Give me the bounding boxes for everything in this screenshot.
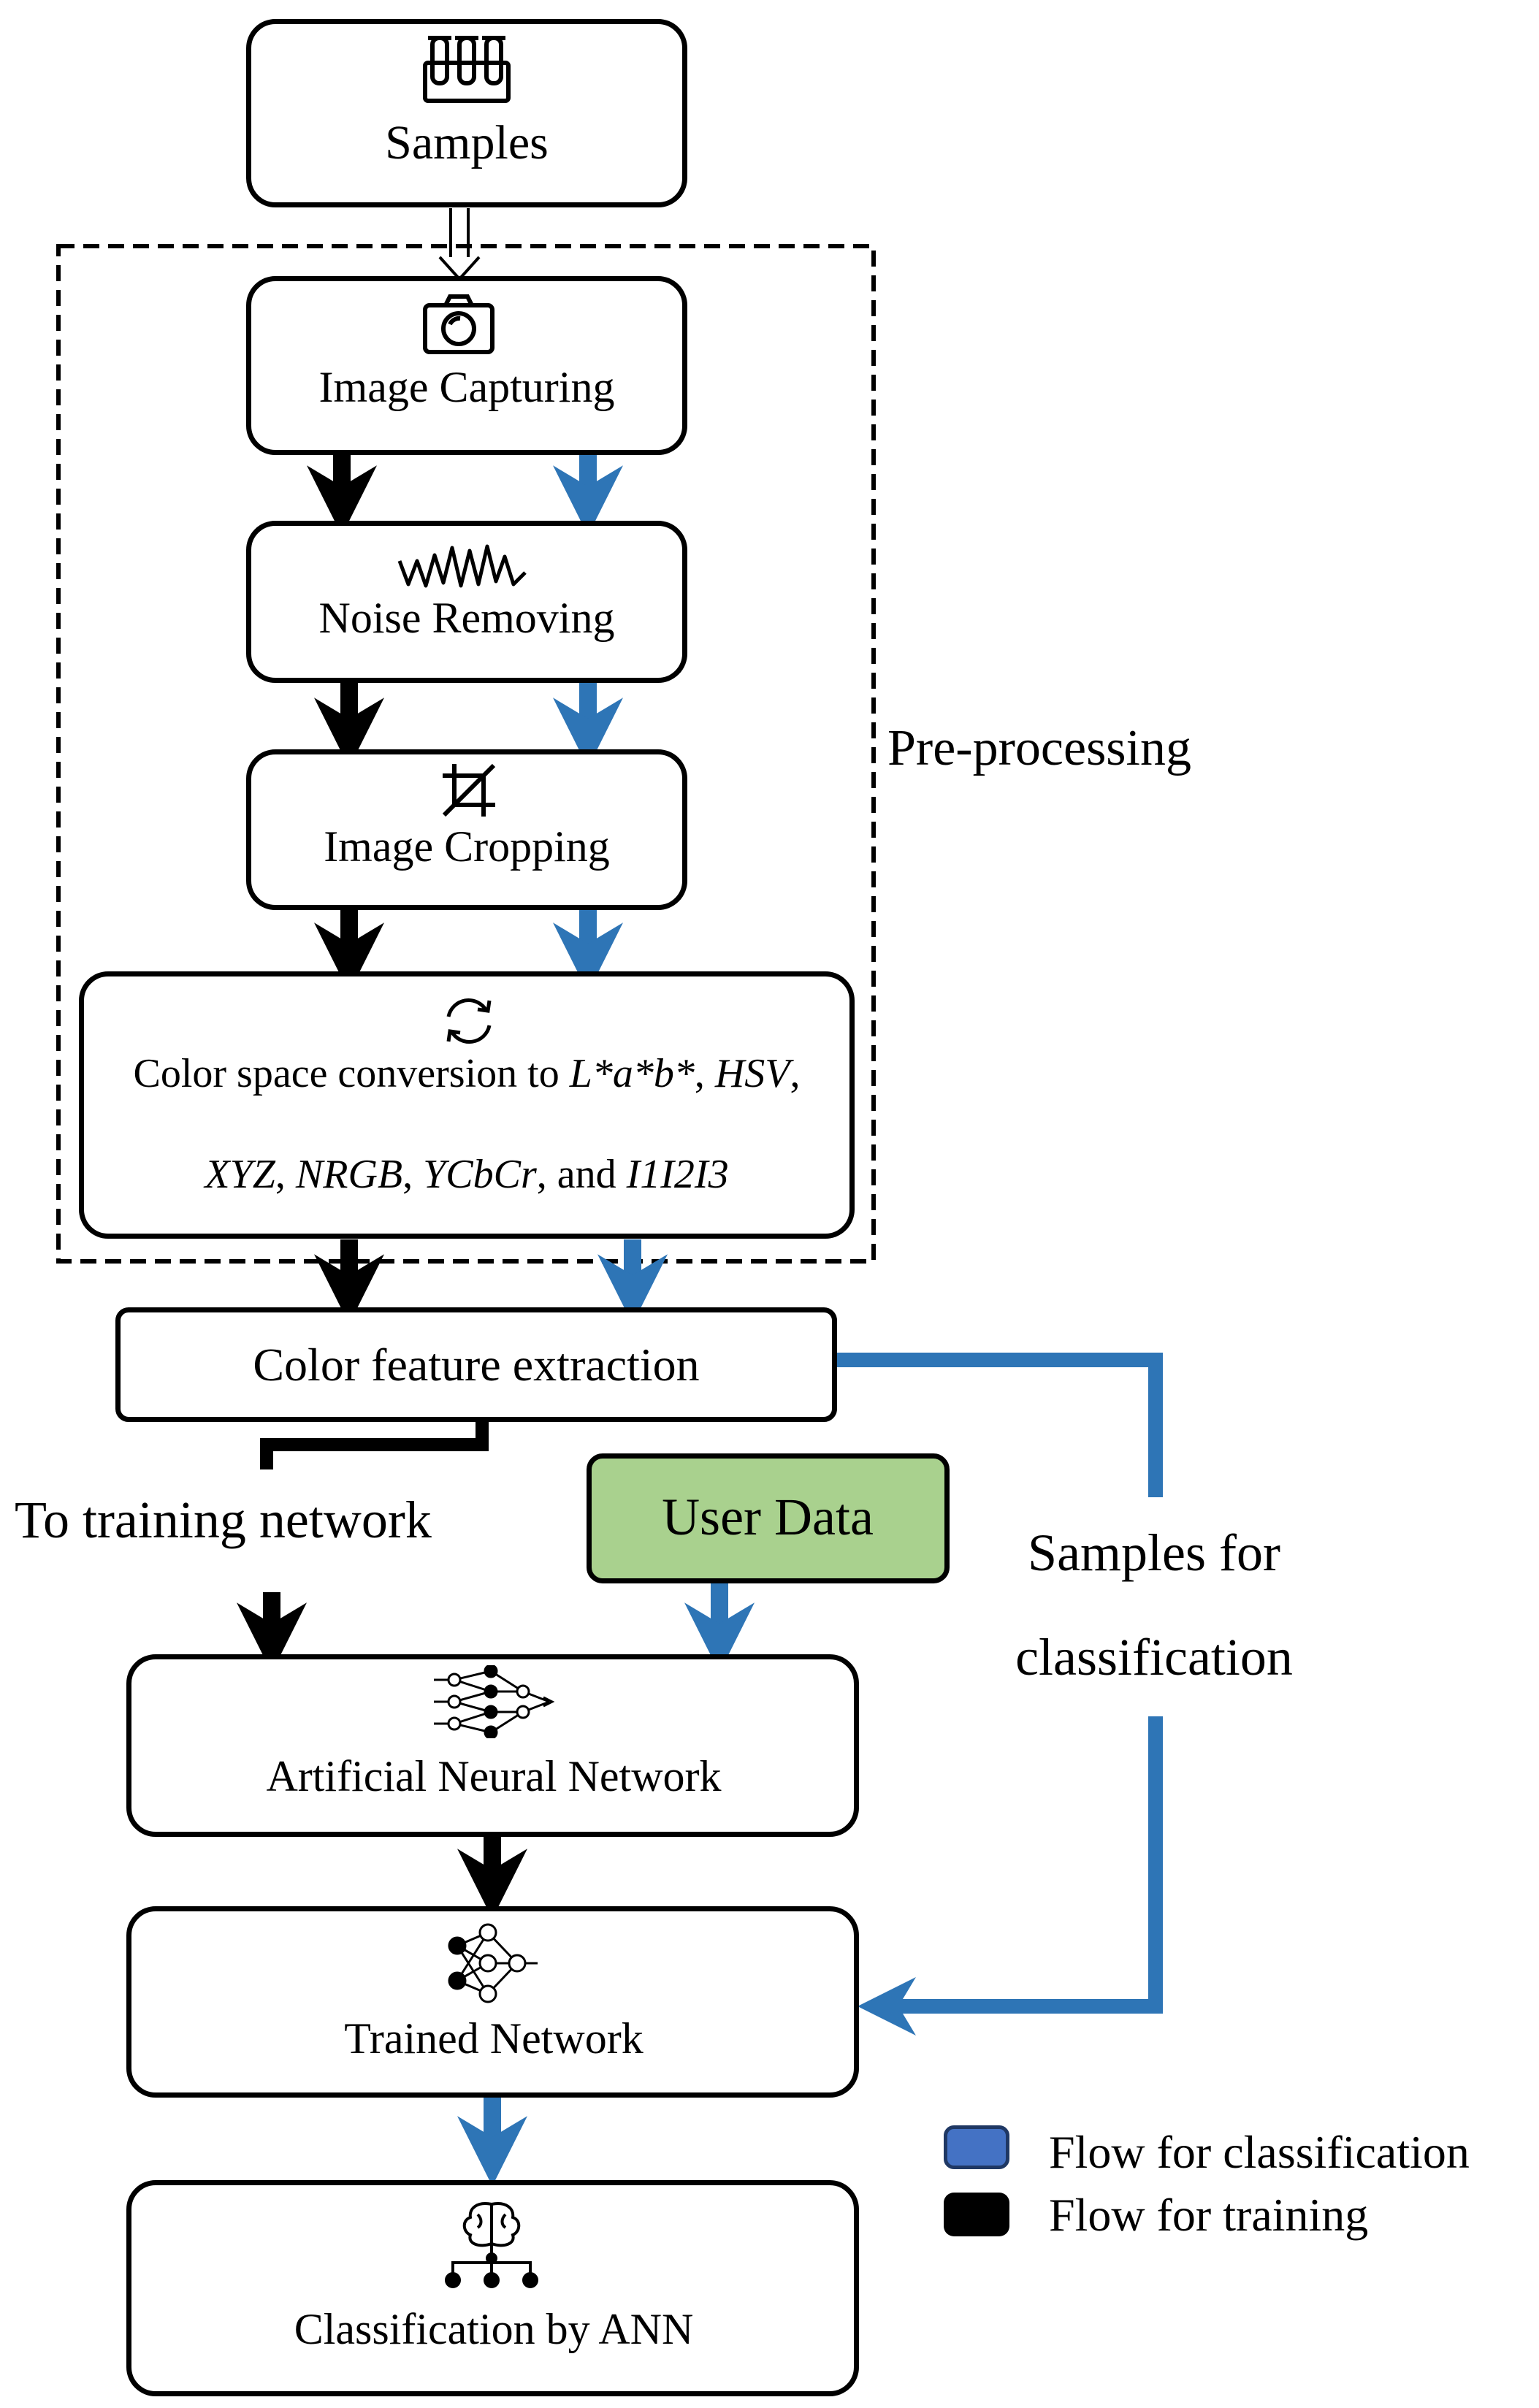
color-feature-node [115,1307,837,1422]
test-tubes-icon [423,36,511,103]
sep: , [694,1051,715,1096]
samples-label: Samples [385,116,549,169]
nrgb-term: NRGB [295,1152,403,1197]
xyz-term: XYZ [205,1152,275,1197]
trained-network-icon [448,1923,538,2003]
noise-removing-label: Noise Removing [318,594,615,642]
legend-label-training: Flow for training [1049,2189,1369,2241]
ann-node [126,1654,859,1837]
color-space-line2: XYZ, NRGB, YCbCr, and I1I2I3 [205,1151,728,1198]
image-capturing-label: Image Capturing [318,363,615,411]
crop-icon [442,763,496,817]
color-space-node [79,971,855,1239]
user-data-node [587,1453,950,1583]
classification-label: Classification by ANN [294,2305,694,2353]
training-arrows [237,451,527,1919]
preprocessing-label: Pre-processing [887,720,1192,776]
i1i2i3-term: I1I2I3 [626,1152,729,1197]
ycbcr-term: YCbCr [423,1152,537,1197]
ann-label: Artificial Neural Network [266,1752,722,1800]
neural-network-icon [434,1665,555,1738]
arrow-samples-to-capturing [438,208,481,281]
sep: , [402,1152,424,1197]
classification-arrows [457,451,1163,2187]
to-training-label: To training network [15,1491,432,1549]
lab-term: L*a*b* [569,1051,695,1096]
hsv-term: HSV [714,1051,790,1096]
class-branch-out [837,1353,1163,1497]
preprocessing-frame [56,244,876,1264]
and-word: , and [536,1152,627,1197]
color-space-prefix: Color space conversion to [133,1051,570,1096]
brain-hierarchy-icon [445,2202,538,2288]
samples-node [246,19,687,207]
image-cropping-label: Image Cropping [324,822,610,871]
legend-swatch-training [944,2193,1009,2236]
legend-label-classification: Flow for classification [1049,2126,1470,2178]
samples-for-label: Samples for [1028,1524,1280,1582]
noise-removing-node [246,521,687,683]
legend-swatch-classification [944,2125,1009,2169]
class-branch-in [858,1716,1163,2036]
color-space-line1: Color space conversion to L*a*b*, HSV, [134,1050,801,1097]
refresh-icon [446,998,492,1044]
camera-icon [423,294,494,354]
sep: , [275,1152,296,1197]
sep: , [790,1051,801,1096]
trained-network-label: Trained Network [344,2014,644,2063]
user-data-label: User Data [662,1488,874,1546]
classification-side-label: classification [1015,1628,1293,1686]
color-feature-label: Color feature extraction [253,1339,700,1391]
waveform-icon [397,544,527,588]
train-branch-out [260,1422,489,1469]
